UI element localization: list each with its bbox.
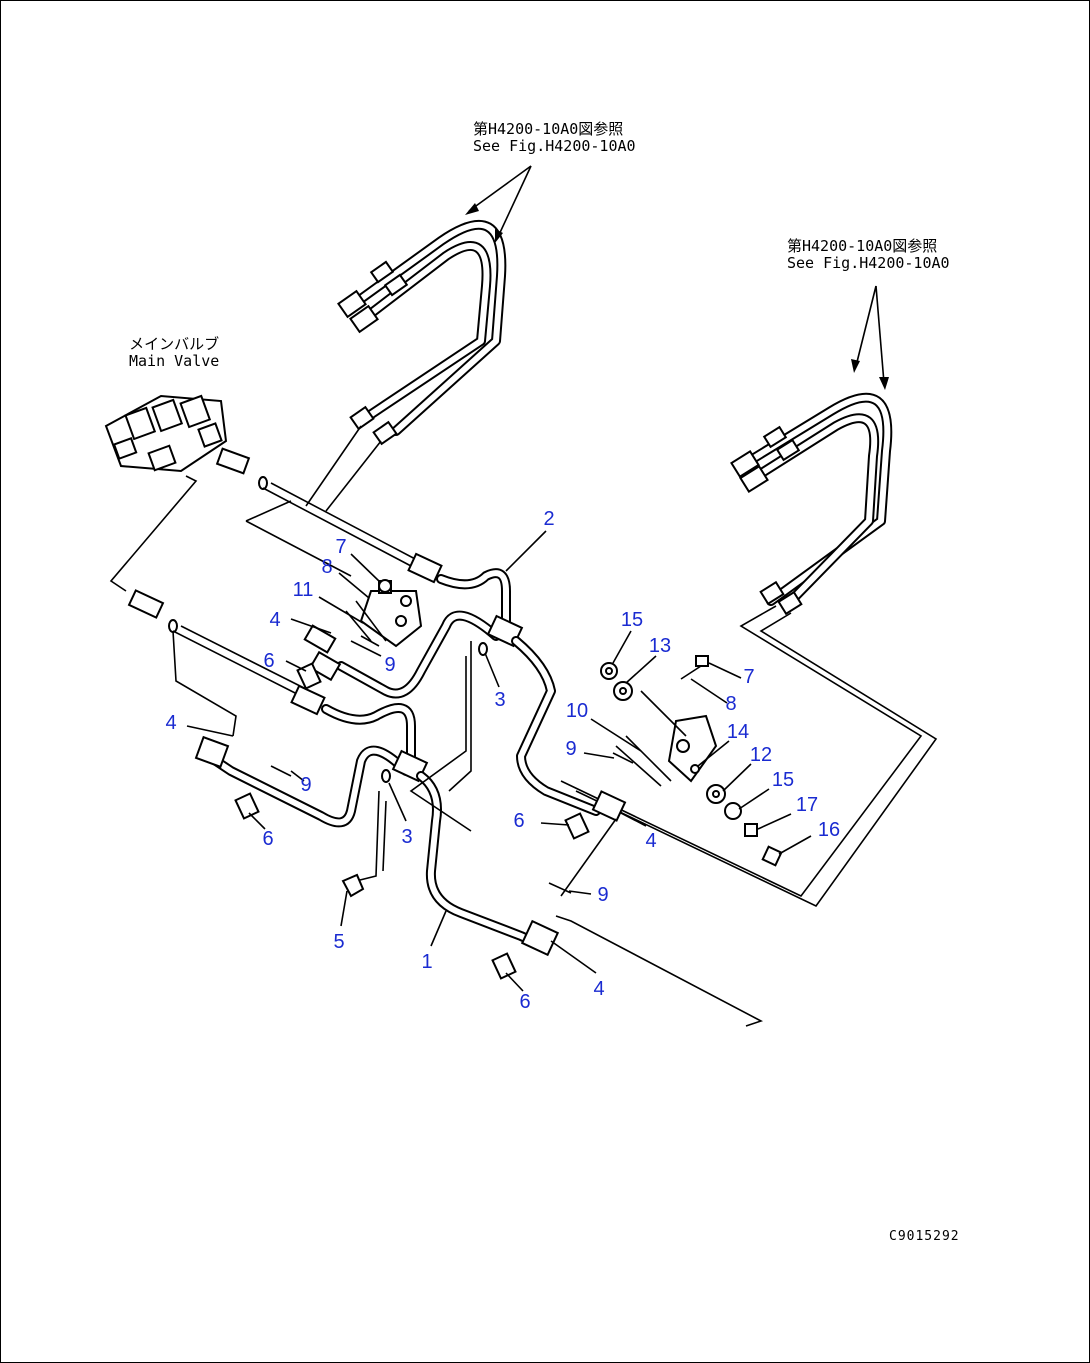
callout-9: 9	[384, 654, 396, 676]
callout-7: 7	[743, 666, 755, 688]
callout-9: 9	[300, 774, 312, 796]
callout-3: 3	[401, 826, 413, 848]
callout-5: 5	[333, 931, 345, 953]
reference-note-top-en: See Fig.H4200-10A0	[473, 137, 636, 155]
callout-10: 10	[565, 700, 589, 722]
main-valve-label: メインバルブ Main Valve	[129, 336, 219, 370]
callout-15: 15	[620, 609, 644, 631]
callout-6: 6	[262, 828, 274, 850]
callout-6: 6	[263, 650, 275, 672]
callout-4: 4	[645, 830, 657, 852]
reference-note-top: 第H4200-10A0図参照 See Fig.H4200-10A0	[473, 121, 636, 155]
callout-17: 17	[795, 794, 819, 816]
reference-note-top-jp: 第H4200-10A0図参照	[473, 120, 624, 138]
callout-9: 9	[565, 738, 577, 760]
callout-8: 8	[725, 693, 737, 715]
reference-note-right-en: See Fig.H4200-10A0	[787, 254, 950, 272]
tube-lower-left	[172, 625, 429, 828]
callout-3: 3	[494, 689, 506, 711]
callout-14: 14	[726, 721, 750, 743]
callout-6: 6	[513, 810, 525, 832]
callout-9: 9	[597, 884, 609, 906]
right-hose-loop	[560, 392, 938, 908]
main-valve	[104, 394, 268, 633]
callout-6: 6	[519, 991, 531, 1013]
callout-8: 8	[321, 556, 333, 578]
leader-lines	[186, 530, 812, 992]
callout-4: 4	[593, 978, 605, 1000]
callout-2: 2	[543, 508, 555, 530]
tube-1	[355, 641, 764, 1027]
callout-7: 7	[335, 536, 347, 558]
callout-12: 12	[749, 744, 773, 766]
callout-1: 1	[421, 951, 433, 973]
top-reference-arrows	[465, 165, 532, 243]
reference-note-right: 第H4200-10A0図参照 See Fig.H4200-10A0	[787, 238, 950, 272]
main-valve-label-en: Main Valve	[129, 352, 220, 370]
right-reference-arrows	[851, 285, 889, 390]
top-hose-loop	[305, 219, 507, 512]
main-valve-label-jp: メインバルブ	[129, 335, 220, 353]
reference-note-right-jp: 第H4200-10A0図参照	[787, 237, 938, 255]
tube-middle-right	[511, 636, 627, 897]
callout-4: 4	[269, 609, 281, 631]
callout-4: 4	[165, 712, 177, 734]
hardware-parts	[234, 579, 783, 980]
figure-code: C9015292	[889, 1229, 960, 1244]
callout-13: 13	[648, 635, 672, 657]
callout-11: 11	[292, 579, 314, 601]
callout-15: 15	[771, 769, 795, 791]
bracket-right	[615, 690, 718, 787]
callout-16: 16	[817, 819, 841, 841]
